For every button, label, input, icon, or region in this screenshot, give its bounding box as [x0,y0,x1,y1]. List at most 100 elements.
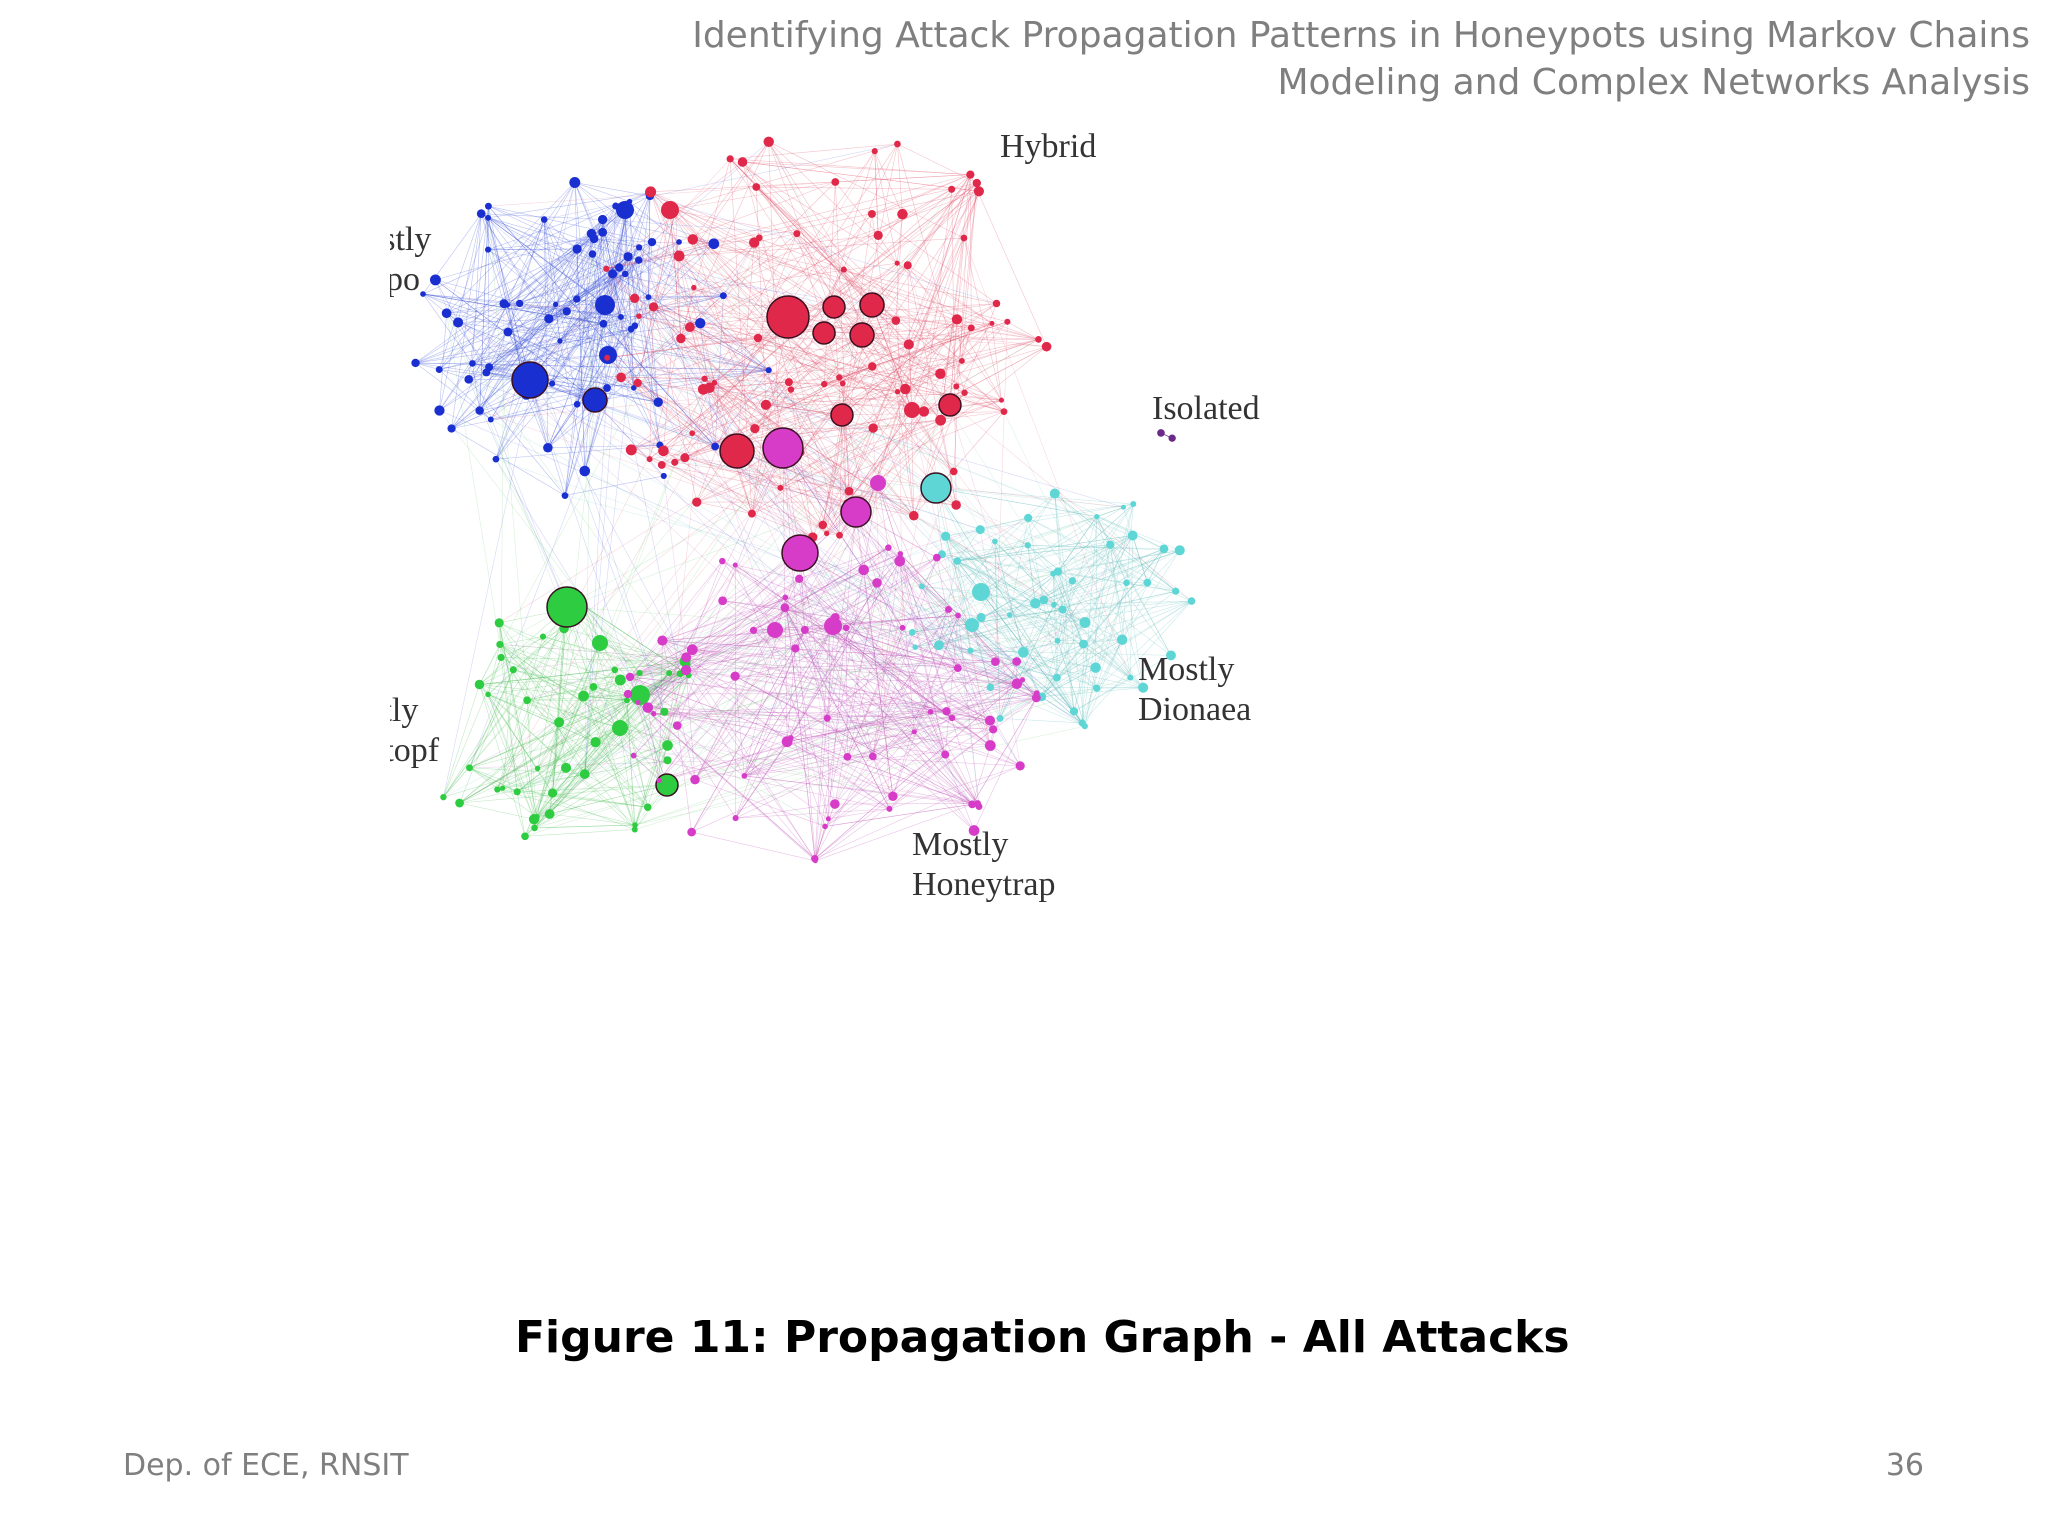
edge-glastopf [499,636,544,645]
edge-cross [469,547,889,769]
node-kippo [540,216,548,223]
node-hybrid [633,378,642,388]
edge-kippo [457,219,545,323]
node-honeytrap [1033,690,1040,696]
edge-hybrid [956,319,963,361]
node-hybrid [671,458,679,466]
edge-hybrid [780,487,957,506]
edge-hybrid [714,382,914,516]
edge-hybrid [661,233,798,466]
edge-kippo [574,182,632,330]
edge-honeytrap [685,669,816,859]
edge-hybrid [637,208,676,384]
edge-cross [564,495,1123,640]
edge-hybrid [650,191,695,288]
edge-cross [834,632,913,805]
edge-cross [459,607,786,804]
edge-kippo [576,243,714,300]
edge-glastopf [552,792,648,808]
cluster-label-hybrid: Hybrid [1000,128,1096,165]
edge-dionaea [1009,614,1083,724]
edge-honeytrap [804,629,828,719]
edge-hybrid [780,399,1002,489]
node-honeytrap [823,714,831,722]
edge-glastopf [542,636,670,674]
edge-honeytrap [835,617,991,721]
edge-dionaea [935,487,1075,712]
edge-kippo [488,248,578,250]
node-glastopf [663,756,672,765]
edge-honeytrap [971,697,1037,805]
edge-kippo [479,311,568,411]
node-hybrid [1004,318,1011,325]
edge-cross [814,471,955,859]
node-dionaea [991,538,998,545]
edge-cross [555,304,704,390]
edge-honeytrap [753,630,973,805]
node-kippo [597,214,608,225]
edge-cross [479,410,840,536]
edge-cross [634,677,1058,826]
edge-kippo [507,331,716,447]
edge-hybrid [638,315,738,452]
propagation-graph-figure: MostlyKippoHybridIsolatedMostlyGlastopfM… [390,85,1650,1195]
node-kippo [476,209,486,219]
edge-kippo [446,213,482,314]
edge-glastopf [499,644,621,681]
edge-honeytrap [824,679,1023,827]
edge-glastopf [634,745,668,826]
edge-hybrid [675,208,1039,340]
edge-glastopf [499,644,668,786]
edge-kippo [503,303,665,477]
edge-hybrid [736,450,827,534]
edge-honeytrap [647,597,786,708]
edge-dionaea [1023,580,1073,653]
edge-glastopf [443,605,584,798]
node-glastopf [590,736,601,748]
edge-cross [446,313,501,645]
cluster-label-line: Dionaea [1138,691,1251,728]
edge-glastopf [599,642,686,662]
edge-kippo [566,219,603,312]
edge-kippo [627,256,661,446]
edge-hybrid [751,427,874,514]
edge-honeytrap [814,754,946,859]
edge-hybrid [768,141,830,305]
edge-glastopf [479,684,635,830]
edge-kippo [633,387,661,446]
node-dionaea [1024,542,1031,549]
edge-honeytrap [647,657,687,708]
edge-dionaea [1028,517,1148,583]
node-hybrid [603,265,610,272]
edge-glastopf [524,642,601,837]
edge-hybrid [822,237,965,526]
edge-kippo [638,260,659,403]
node-dionaea [1079,616,1091,628]
node-honeytrap [672,721,682,730]
node-glastopf [497,653,505,662]
edge-hybrid [970,174,972,328]
edge-dionaea [1041,548,1165,698]
edge-honeytrap [722,600,785,608]
edge-kippo [612,273,769,371]
edge-hybrid [839,321,1008,378]
edge-honeytrap [835,617,1037,694]
edge-hybrid [754,233,797,243]
edge-kippo [607,209,626,356]
node-dionaea [976,612,986,622]
edge-kippo [629,201,636,326]
edge-glastopf [487,644,501,695]
edge-honeytrap [855,511,991,746]
edge-honeytrap [685,669,1021,767]
edge-dionaea [1062,609,1084,645]
node-hybrid [960,234,968,242]
edge-kippo [422,293,609,356]
edge-honeytrap [735,737,792,819]
edge-dionaea [1095,516,1098,668]
edge-dionaea [1053,535,1133,605]
node-kippo [719,292,727,300]
edge-kippo [607,296,649,356]
node-honeytrap [990,657,1000,667]
edge-cross [552,237,760,794]
node-kippo [469,360,476,367]
